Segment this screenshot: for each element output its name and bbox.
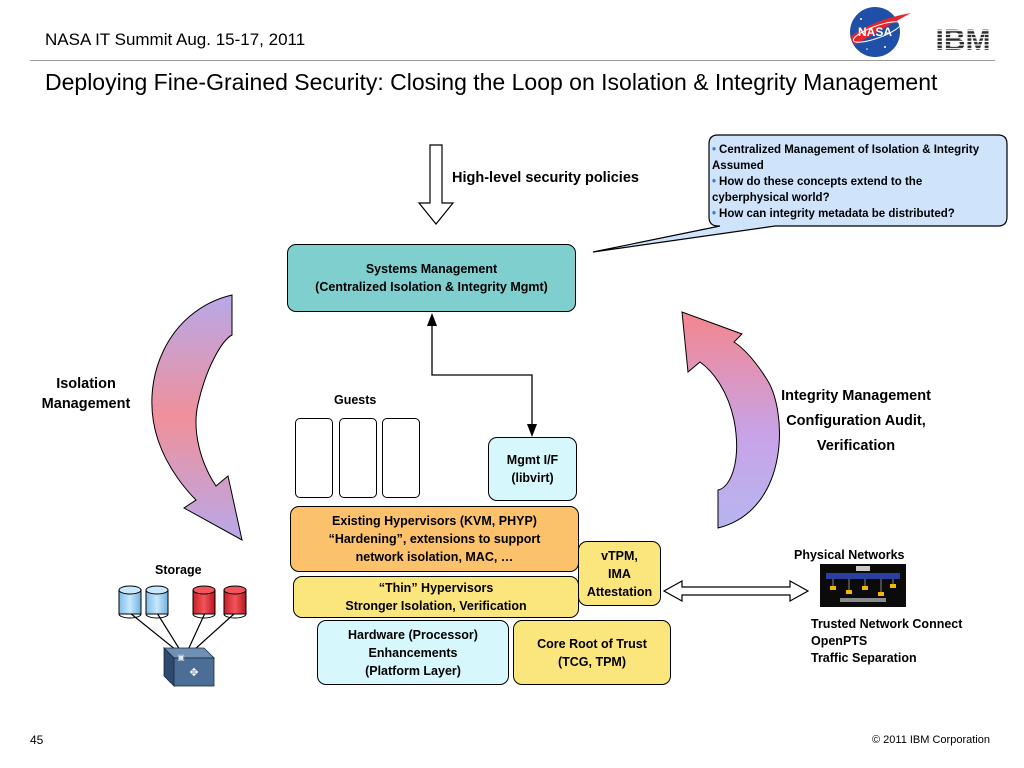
- vtpm-box: vTPM, IMA Attestation: [578, 541, 661, 606]
- page-number: 45: [30, 733, 44, 747]
- network-switch-icon: ✥ ▣: [163, 647, 215, 687]
- ibm-logo: IBM: [928, 24, 998, 57]
- callout-bubble: [592, 134, 1008, 253]
- list-item: Trusted Network Connect: [811, 617, 963, 631]
- policies-arrow: [417, 144, 455, 225]
- disk-icon: [223, 585, 247, 619]
- nasa-logo: NASA: [845, 5, 915, 59]
- mgmt-if-box: Mgmt I/F (libvirt): [488, 437, 577, 501]
- ibm-logo-text: IBM: [936, 24, 991, 56]
- callout-text: •Centralized Management of Isolation & I…: [712, 142, 998, 222]
- guest-vm: [382, 418, 420, 498]
- header-rule: [30, 60, 995, 61]
- mgmt-connector-up-arrowhead: [427, 313, 437, 326]
- guests-label: Guests: [334, 393, 377, 407]
- systems-management-line2: (Centralized Isolation & Integrity Mgmt): [315, 280, 548, 294]
- physical-network-image: [820, 564, 906, 607]
- nasa-logo-text: NASA: [858, 25, 892, 39]
- mgmt-connector-down-arrowhead: [527, 424, 537, 437]
- event-header: NASA IT Summit Aug. 15-17, 2011: [45, 30, 306, 49]
- ibm-logo-graphic: IBM: [936, 24, 991, 57]
- physical-networks-label: Physical Networks: [794, 548, 905, 562]
- list-item: Traffic Separation: [811, 651, 917, 665]
- network-double-arrow: [662, 579, 810, 603]
- bullet-icon: •: [712, 176, 717, 188]
- integrity-management-label: Integrity Management Configuration Audit…: [781, 388, 931, 454]
- core-root-of-trust-box: Core Root of Trust (TCG, TPM): [513, 620, 671, 685]
- disk-icon: [145, 585, 169, 619]
- list-item: OpenPTS: [811, 634, 868, 648]
- page-title: Deploying Fine-Grained Security: Closing…: [45, 69, 938, 95]
- isolation-curved-arrow: [151, 294, 243, 541]
- guest-vm: [339, 418, 377, 498]
- guest-vm: [295, 418, 333, 498]
- systems-management-box: Systems Management (Centralized Isolatio…: [287, 244, 576, 312]
- copyright: © 2011 IBM Corporation: [872, 734, 990, 746]
- disk-icon: [192, 585, 216, 619]
- policies-label: High-level security policies: [452, 170, 639, 186]
- nasa-logo-graphic: NASA: [850, 7, 911, 57]
- disk-icon: [118, 585, 142, 619]
- svg-text:▣: ▣: [177, 653, 185, 662]
- physical-networks-list: Trusted Network Connect OpenPTS Traffic …: [811, 616, 962, 667]
- hardware-box: Hardware (Processor) Enhancements (Platf…: [317, 620, 509, 685]
- existing-hypervisors-box: Existing Hypervisors (KVM, PHYP) “Harden…: [290, 506, 579, 572]
- systems-management-line1: Systems Management: [365, 262, 498, 276]
- bullet-icon: •: [712, 144, 717, 156]
- isolation-management-label: Isolation Management: [41, 376, 131, 412]
- callout-bullet: •How can integrity metadata be distribut…: [712, 208, 955, 220]
- storage-label: Storage: [155, 563, 202, 577]
- mgmt-connector: [431, 325, 533, 425]
- storage-graphic: ✥ ▣: [118, 585, 247, 687]
- callout-bullet: •Centralized Management of Isolation & I…: [712, 144, 980, 172]
- svg-text:✥: ✥: [189, 667, 198, 679]
- callout-bullet: •How do these concepts extend to the cyb…: [712, 176, 923, 204]
- thin-hypervisors-box: “Thin” Hypervisors Stronger Isolation, V…: [293, 576, 579, 618]
- bullet-icon: •: [712, 208, 717, 220]
- integrity-curved-arrow: [681, 311, 780, 529]
